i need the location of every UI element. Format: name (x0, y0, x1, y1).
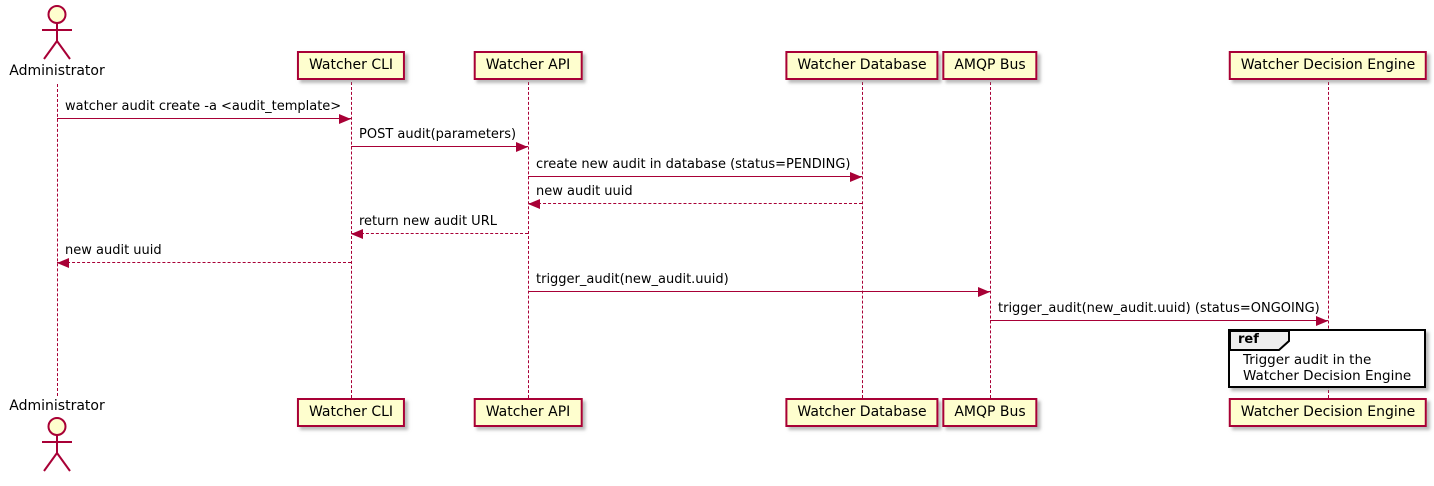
lifeline-watcher-database (862, 82, 863, 398)
participant-box-amqp-bus: AMQP Bus (942, 398, 1038, 427)
person-icon (42, 417, 72, 472)
ref-header-pentagon (1229, 330, 1291, 356)
message-line (351, 146, 528, 147)
participant-box-watcher-decision-engine: Watcher Decision Engine (1228, 51, 1428, 80)
arrowhead-icon (528, 199, 540, 209)
participant-box-watcher-cli: Watcher CLI (296, 51, 406, 80)
message-label: new audit uuid (65, 243, 162, 258)
message-label: trigger_audit(new_audit.uuid) (536, 272, 729, 287)
actor-figure-top-administrator (35, 4, 79, 62)
ref-keyword: ref (1238, 332, 1259, 347)
message-line (57, 262, 351, 263)
arrowhead-icon (339, 114, 351, 124)
ref-content-line: Trigger audit in the (1243, 352, 1372, 368)
participant-box-amqp-bus: AMQP Bus (942, 51, 1038, 80)
lifeline-watcher-api (528, 82, 529, 398)
participant-box-watcher-database: Watcher Database (785, 398, 939, 427)
lifeline-watcher-decision-engine (1328, 82, 1329, 398)
lifeline-amqp-bus (990, 82, 991, 398)
arrowhead-icon (57, 258, 69, 268)
arrowhead-icon (516, 142, 528, 152)
arrowhead-icon (978, 287, 990, 297)
lifeline-administrator (57, 84, 58, 396)
arrowhead-icon (1316, 316, 1328, 326)
message-line (528, 176, 862, 177)
person-icon (42, 5, 72, 60)
participant-box-watcher-cli: Watcher CLI (296, 398, 406, 427)
arrowhead-icon (850, 172, 862, 182)
message-label: watcher audit create -a <audit_template> (65, 99, 342, 114)
message-line (57, 118, 351, 119)
message-line (990, 320, 1328, 321)
participant-box-watcher-api: Watcher API (473, 51, 583, 80)
actor-label-administrator: Administrator (9, 63, 105, 79)
lifeline-watcher-cli (351, 82, 352, 398)
actor-label-administrator: Administrator (9, 398, 105, 414)
participant-box-watcher-decision-engine: Watcher Decision Engine (1228, 398, 1428, 427)
message-label: create new audit in database (status=PEN… (536, 157, 851, 172)
message-label: POST audit(parameters) (359, 127, 517, 142)
arrowhead-icon (351, 229, 363, 239)
message-label: new audit uuid (536, 184, 633, 199)
message-line (528, 291, 990, 292)
participant-box-watcher-database: Watcher Database (785, 51, 939, 80)
message-label: trigger_audit(new_audit.uuid) (status=ON… (998, 301, 1320, 316)
actor-figure-bottom-administrator (35, 416, 79, 474)
ref-content-line: Watcher Decision Engine (1243, 368, 1412, 384)
message-line (528, 203, 862, 204)
participant-box-watcher-api: Watcher API (473, 398, 583, 427)
message-label: return new audit URL (359, 214, 497, 229)
message-line (351, 233, 528, 234)
